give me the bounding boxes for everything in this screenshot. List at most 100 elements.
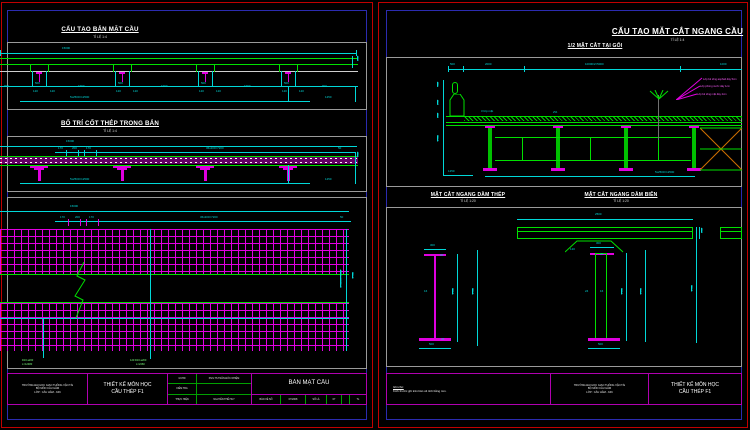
rib-line bbox=[295, 71, 296, 86]
dim-tick bbox=[86, 219, 87, 226]
barrier-base bbox=[446, 116, 464, 117]
dim-tick bbox=[98, 219, 99, 226]
right-drawing-1-title: MẶT CẮT NGANG DẦM THÉP bbox=[430, 192, 506, 198]
rib2-web bbox=[37, 167, 41, 181]
project-cell: THIẾT KẾ MÔN HỌC CẦU THÉP F1 bbox=[88, 374, 168, 404]
light-fixture-icon bbox=[649, 90, 669, 100]
girder-top-flange bbox=[689, 126, 699, 128]
roles-cell: GVHD PGS.TS TRẦN ĐỨC NHIỆM KIỂM TRA THỰC… bbox=[168, 374, 252, 404]
rib-web bbox=[38, 72, 40, 82]
girder-web bbox=[692, 128, 696, 168]
meta-row: BẢN VẼ SỐ 07/2008 SỐ LÀ 07 TL bbox=[252, 394, 366, 404]
haunch bbox=[279, 64, 280, 72]
cross-frame-top bbox=[495, 137, 691, 138]
slab2-top bbox=[0, 156, 358, 157]
beam2-bot-flange bbox=[588, 338, 620, 341]
left-drawing-2-scale: TỈ LỆ 1:4 bbox=[103, 129, 117, 133]
girder-top-flange bbox=[553, 126, 563, 128]
rib-line bbox=[115, 71, 116, 86]
dim-tick bbox=[355, 86, 356, 102]
haunch bbox=[30, 64, 31, 72]
dim-line-1400 bbox=[457, 254, 458, 342]
dim-line-1500 bbox=[477, 250, 478, 346]
right-drawing-2-scale: TỈ LỆ 1:20 bbox=[613, 199, 629, 203]
dim-tick bbox=[68, 219, 69, 226]
slab-band bbox=[0, 71, 358, 72]
right-sheet-border bbox=[378, 2, 748, 428]
dim-tick bbox=[524, 66, 525, 72]
dim-tick bbox=[463, 66, 464, 72]
slab2-bottom bbox=[0, 165, 358, 166]
rebar-dash-row-bot bbox=[0, 162, 358, 163]
x-bracing bbox=[700, 127, 743, 171]
dim-line-section bbox=[448, 69, 742, 70]
edge-deck-line bbox=[517, 231, 693, 232]
rib-web bbox=[121, 72, 123, 82]
dim-line-overall-2 bbox=[0, 146, 357, 147]
rib2-web bbox=[120, 167, 124, 181]
girder-bot-flange bbox=[551, 168, 565, 171]
dim-line-300b bbox=[590, 247, 614, 248]
dim-line-2500 bbox=[517, 219, 693, 220]
dim-line-1500b bbox=[696, 227, 697, 343]
haunch bbox=[48, 64, 49, 72]
slab2-body bbox=[0, 157, 358, 164]
pavement-hatch bbox=[464, 117, 742, 121]
dim-tick bbox=[96, 150, 97, 156]
dim-line-vert bbox=[443, 80, 444, 175]
rebar-dash-row-top bbox=[0, 158, 358, 159]
bar-note-1b: L=12480 bbox=[22, 363, 33, 366]
dim-tick bbox=[288, 86, 289, 102]
beam2-web-box bbox=[595, 253, 607, 339]
rebar-mesh-lower bbox=[0, 303, 349, 351]
rebar-mesh-upper bbox=[0, 229, 349, 275]
haunch bbox=[214, 64, 215, 72]
right-drawing-1-scale: TỈ LỆ 1:20 bbox=[460, 199, 476, 203]
girder-web bbox=[488, 128, 492, 168]
left-drawing-2-title: BỐ TRÍ CỐT THÉP TRONG BẢN bbox=[60, 120, 160, 127]
railing-post bbox=[452, 82, 458, 94]
far-right-detail-line bbox=[720, 231, 742, 232]
dim-line-edge bbox=[443, 175, 473, 176]
sheet-title-row: BẢN MẶT CẦU bbox=[252, 374, 366, 395]
rib-line bbox=[129, 71, 130, 86]
dim-line-500 bbox=[419, 348, 451, 349]
beam1-bot-flange bbox=[419, 338, 451, 341]
rib-line bbox=[46, 71, 47, 86]
rib-web bbox=[287, 72, 289, 82]
dim-line-500b bbox=[588, 348, 620, 349]
haunch bbox=[196, 64, 197, 72]
plan-leader bbox=[43, 318, 44, 358]
dim-line-girders bbox=[485, 176, 695, 177]
haunch-profile bbox=[565, 240, 624, 253]
cross-frame-bot bbox=[495, 160, 691, 161]
right-main-title: CẤU TẠO MẶT CẮT NGANG CẦU bbox=[611, 27, 744, 36]
slab-top-edge bbox=[0, 58, 358, 59]
rib-line bbox=[212, 71, 213, 86]
dim-tick bbox=[352, 56, 353, 68]
project-cell: THIẾT KẾ MÔN HỌC CẦU THÉP F1 bbox=[671, 381, 719, 396]
role-row: GVHD PGS.TS TRẦN ĐỨC NHIỆM bbox=[168, 374, 251, 385]
right-sub-title: 1/2 MẶT CẮT TẠI GỐI bbox=[567, 43, 623, 49]
barrier-profile bbox=[449, 94, 465, 116]
haunch bbox=[131, 64, 132, 72]
beam1-web bbox=[434, 256, 436, 338]
left-sheet-border bbox=[1, 2, 373, 428]
dim-line-spacing bbox=[20, 101, 310, 102]
dim-tick bbox=[78, 150, 79, 156]
girder-top-flange bbox=[621, 126, 631, 128]
dim-line-1400b bbox=[626, 253, 627, 341]
note-cell: Ghi chú: Kích thước ghi trên bản vẽ tính… bbox=[387, 374, 551, 404]
right-title-block: Ghi chú: Kích thước ghi trên bản vẽ tính… bbox=[386, 373, 742, 405]
dim-tick bbox=[66, 150, 67, 156]
left-drawing-2-panel bbox=[7, 136, 367, 192]
rib-line bbox=[32, 71, 33, 86]
girder-top-flange bbox=[485, 126, 495, 128]
dim-line-rebar bbox=[55, 152, 355, 153]
sheet-name-cell: BẢN MẶT CẦU BẢN VẼ SỐ 07/2008 SỐ LÀ 07 T… bbox=[252, 374, 366, 404]
dim-line-spacing-2 bbox=[20, 183, 310, 184]
dim-tick bbox=[356, 50, 357, 56]
girder-bot-flange bbox=[483, 168, 497, 171]
bar-note-2: 120 D16 a200 bbox=[130, 359, 147, 362]
